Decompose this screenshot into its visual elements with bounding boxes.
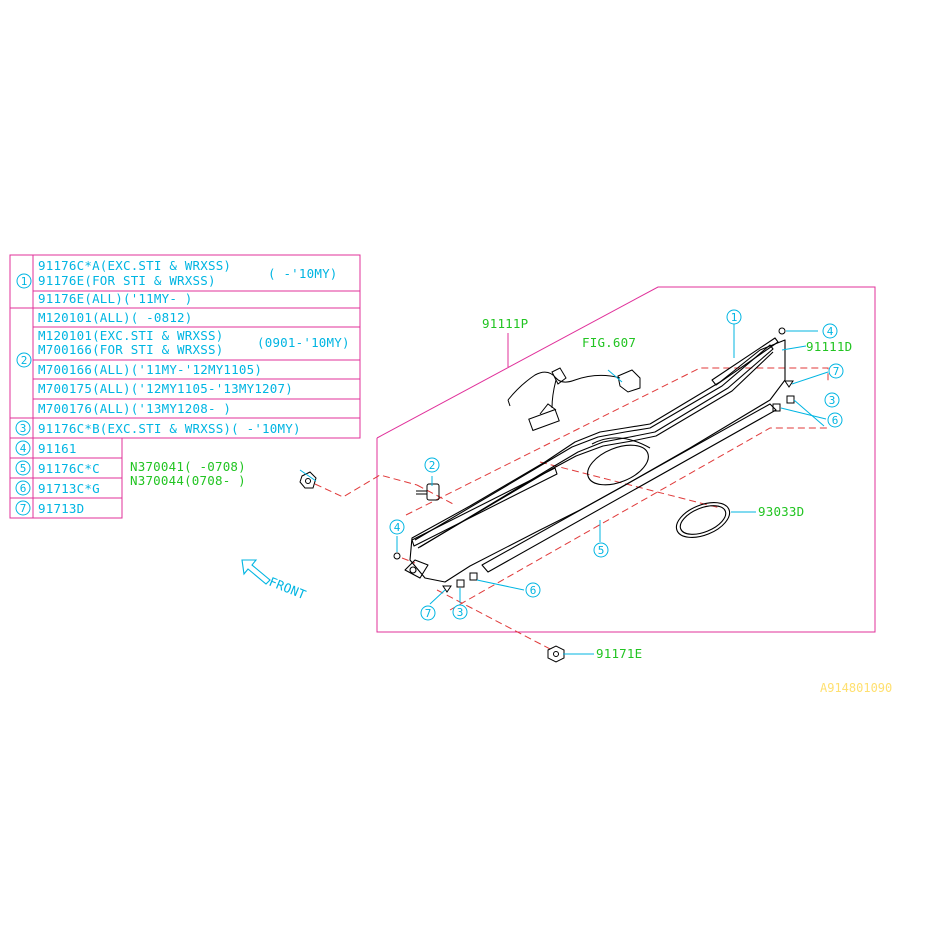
legend-row3-text: 91176C*B(EXC.STI & WRXSS)( -'10MY) [38,421,301,436]
callout-4b: 4 [394,521,401,534]
legend-num-2: 2 [21,354,28,367]
nut-91171e [547,645,565,663]
legend-row2-line3: M700166(FOR STI & WRXSS) [38,342,223,357]
diagram-id: A914801090 [820,681,892,695]
bolt-2 [416,483,440,501]
legend-num-6-circle [15,480,31,496]
part-label-91111p: 91111P [482,316,528,331]
legend-row2-line4: M700166(ALL)('11MY-'12MY1105) [38,362,262,377]
legend-num-4: 4 [20,442,27,455]
part-label-fig607: FIG.607 [582,335,636,350]
callout-6b-circle [525,582,541,598]
callout-6a: 6 [832,414,839,427]
callout-2-circle [424,457,440,473]
callout-4a: 4 [827,325,834,338]
front-arrow-icon [241,559,271,585]
emblem-93033d [675,502,731,538]
nut-n370041 [299,471,317,489]
front-indicator: FRONT [241,559,309,602]
legend-row1-line2: 91176E(FOR STI & WRXSS) [38,273,216,288]
callout-2: 2 [429,459,436,472]
part-label-91111d: 91111D [806,339,852,354]
legend-num-7: 7 [20,502,27,515]
callout-3b: 3 [457,606,464,619]
legend-num-1: 1 [21,275,28,288]
callout-5: 5 [598,544,605,557]
callout-3b-circle [452,604,468,620]
legend-row2-line6: M700176(ALL)('13MY1208- ) [38,401,231,416]
legend-num-4-circle [15,440,31,456]
legend-num-6: 6 [20,482,27,495]
part-label-n370044: N370044(0708- ) [130,473,246,488]
wiring-harness [507,367,641,432]
front-grille-assembly [404,337,786,583]
callout-1: 1 [731,311,738,324]
callout-5-circle [593,542,609,558]
clip-4-left [393,552,401,560]
legend-row2-line1: M120101(ALL)( -0812) [38,310,193,325]
part-label-93033d: 93033D [758,504,804,519]
part-label-91171e: 91171E [596,646,642,661]
callout-7a: 7 [833,365,840,378]
assembly-border [376,286,876,633]
callout-3a-circle [824,392,840,408]
legend-row4-text: 91161 [38,441,77,456]
lower-trim-strip [481,403,777,573]
legend-row1-sub: 91176E(ALL)('11MY- ) [38,291,193,306]
callout-1-circle [726,309,742,325]
callout-6b: 6 [530,584,537,597]
callout-4b-circle [389,519,405,535]
small-fasteners [442,380,795,593]
legend-row7-text: 91713D [38,501,84,516]
front-label: FRONT [267,574,309,602]
legend-row2-line5: M700175(ALL)('12MY1105-'13MY1207) [38,381,293,396]
emblem-opening [587,444,649,486]
callout-7b-circle [420,605,436,621]
legend-row1-line1: 91176C*A(EXC.STI & WRXSS) [38,258,231,273]
callout-3a: 3 [829,394,836,407]
legend-num-1-circle [16,273,32,289]
legend-row6-text: 91713C*G [38,481,100,496]
legend-row2-range: (0901-'10MY) [257,335,350,350]
part-label-n370041: N370041( -0708) [130,459,246,474]
callout-4a-circle [822,323,838,339]
left-trim-strip [411,467,558,547]
legend-table [9,254,361,519]
legend-row1-range: ( -'10MY) [268,266,338,281]
clip-4-right [778,327,786,335]
grille-outline [409,339,786,583]
legend-num-7-circle [15,500,31,516]
legend-num-3: 3 [20,422,27,435]
legend-num-5: 5 [20,462,27,475]
legend-num-3-circle [15,420,31,436]
callout-7a-circle [828,363,844,379]
callout-6a-circle [827,412,843,428]
legend-num-2-circle [16,352,32,368]
legend-row2-line2: M120101(EXC.STI & WRXSS) [38,328,223,343]
legend-row5-text: 91176C*C [38,461,100,476]
callout-7b: 7 [425,607,432,620]
legend-num-5-circle [15,460,31,476]
dashed-guides [314,367,829,651]
